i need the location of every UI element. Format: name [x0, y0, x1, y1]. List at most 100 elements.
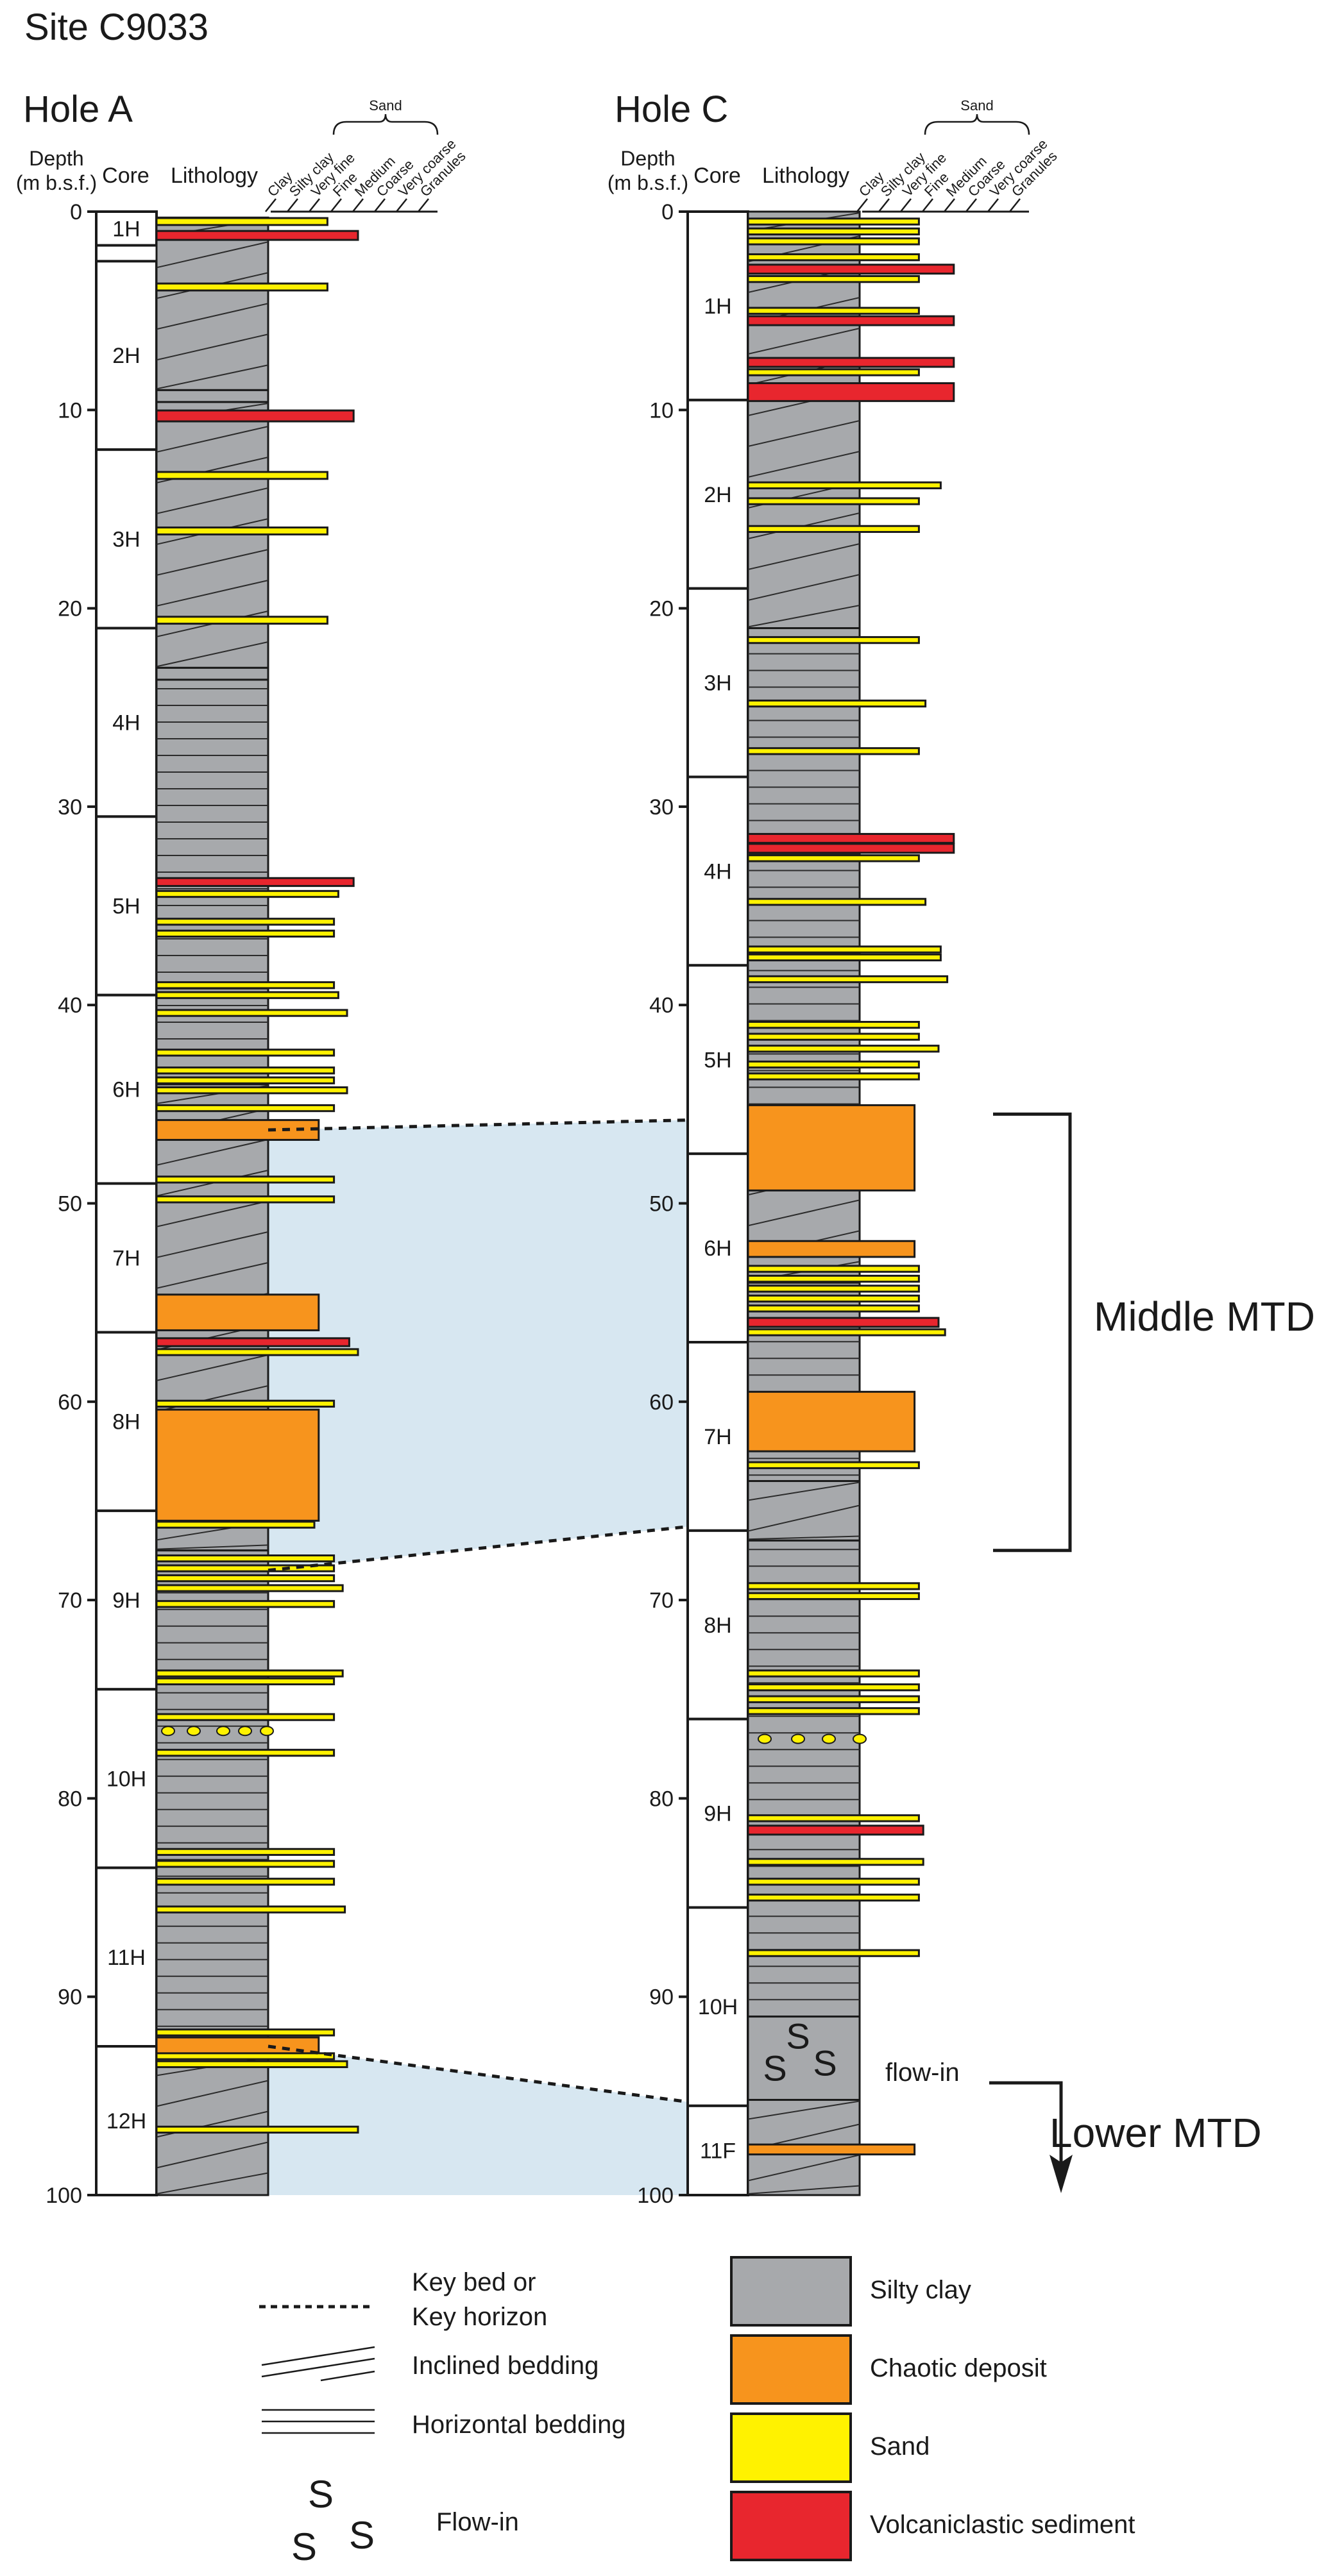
legend-sand: Sand — [730, 2412, 930, 2483]
volcaniclastic-bed — [155, 230, 359, 241]
core-box — [686, 1717, 749, 1909]
legend-sand-swatch — [730, 2412, 852, 2483]
core-label: 3H — [704, 671, 731, 696]
sand-bed — [747, 1284, 920, 1293]
grain-size-tick — [878, 198, 890, 212]
sand-bed — [155, 217, 328, 226]
sand-bed — [747, 747, 920, 755]
core-box — [686, 2104, 749, 2196]
depth-tick-label: 50 — [58, 1192, 82, 1216]
volcaniclastic-bed — [747, 382, 955, 402]
chaotic-bed — [747, 1390, 916, 1452]
inclined-bedding-line — [748, 543, 860, 570]
grain-size-tick — [987, 198, 999, 212]
sand-bed — [747, 1461, 920, 1469]
legend-volcaniclastic-swatch — [730, 2491, 852, 2561]
sand-bed — [155, 1860, 336, 1868]
silty-clay-segment — [155, 2055, 269, 2196]
core-box — [686, 1906, 749, 2107]
volcaniclastic-bed — [747, 1317, 940, 1328]
sand-bed — [155, 1677, 336, 1686]
core-label: 3H — [112, 527, 140, 551]
sand-bed — [155, 616, 328, 625]
volcaniclastic-bed — [747, 357, 955, 368]
volcaniclastic-bed — [747, 264, 955, 275]
depth-tick-label: 90 — [58, 1985, 82, 2010]
sand-bed — [747, 953, 942, 962]
depth-tick-label: 50 — [649, 1192, 674, 1216]
sand-bed — [747, 1304, 920, 1313]
grain-size-tick — [287, 198, 298, 212]
flow-in-symbol: S — [786, 2016, 810, 2057]
inclined-bedding-line — [748, 420, 860, 447]
hole-a-log: Depth (m b.s.f.) Core Lithology ClaySilt… — [16, 97, 469, 2208]
depth-tick-label: 60 — [649, 1390, 674, 1415]
sand-bed — [155, 929, 336, 938]
grain-size-tick — [900, 198, 912, 212]
middle-mtd-label: Middle MTD — [1094, 1293, 1315, 1340]
hole-c-log: Depth (m b.s.f.) Core Lithology ClaySilt… — [608, 97, 1060, 2208]
grain-size-tick — [330, 198, 342, 212]
middle-mtd-bracket — [993, 1112, 1072, 1553]
sand-bed — [747, 1814, 920, 1823]
sand-bed — [155, 889, 339, 898]
legend-inclined-label: Inclined bedding — [412, 2352, 599, 2380]
inclined-bedding-line — [157, 1138, 268, 1166]
legend-flowin-label: Flow-in — [436, 2508, 519, 2536]
sand-bed — [747, 1858, 924, 1866]
inclined-bedding-line — [157, 241, 268, 269]
depth-tick-label: 80 — [58, 1787, 82, 1811]
inclined-bedding-line — [748, 451, 860, 478]
grain-size-tick — [922, 198, 933, 212]
legend-flowin-symbol: S S S — [291, 2473, 375, 2568]
inclined-bedding-line — [157, 1261, 268, 1289]
sand-bed — [155, 1104, 336, 1113]
grain-size-tick — [856, 198, 868, 212]
core-box — [95, 260, 158, 451]
inclined-bedding-line — [157, 1231, 268, 1258]
grain-size-tick — [944, 198, 955, 212]
core-label: 2H — [112, 344, 140, 368]
inclined-bedding-line — [157, 1200, 268, 1227]
core-box — [95, 993, 158, 1185]
sand-bed — [155, 991, 339, 999]
inclined-bedding-line — [157, 2141, 268, 2169]
grain-size-tick — [309, 198, 320, 212]
legend-horizontal: Horizontal bedding — [262, 2409, 626, 2439]
inclined-bedding-line — [748, 328, 860, 355]
inclined-bedding-line — [157, 2172, 268, 2194]
sand-bed — [155, 1086, 348, 1095]
sand-bed — [155, 1009, 348, 1017]
depth-tick-label: 40 — [58, 993, 82, 1018]
legend-sand-label: Sand — [870, 2432, 930, 2461]
sand-bed — [747, 1592, 920, 1601]
grain-size-tick — [965, 198, 977, 212]
pebble — [260, 1726, 274, 1737]
pebble — [161, 1726, 175, 1737]
pebble — [853, 1733, 867, 1744]
depth-header-line2: (m b.s.f.) — [608, 171, 688, 194]
core-label: 7H — [704, 1425, 731, 1449]
bedding-pattern — [748, 1481, 860, 1540]
core-label: 5H — [704, 1048, 731, 1072]
core-label: 11H — [107, 1946, 146, 1970]
chaotic-bed — [747, 2143, 916, 2156]
volcaniclastic-bed — [155, 877, 355, 888]
sand-bed — [155, 1348, 359, 1356]
sand-bed — [747, 525, 920, 534]
depth-tick-label: 0 — [661, 200, 674, 224]
flow-in-label: flow-in — [885, 2058, 960, 2087]
sand-bed — [747, 1707, 920, 1715]
depth-tick-label: 30 — [649, 795, 674, 820]
silty-clay-segment — [155, 1549, 269, 2057]
core-label: 4H — [704, 859, 731, 884]
sand-bed — [747, 1020, 920, 1029]
sand-bed — [155, 1713, 336, 1721]
core-label: 4H — [112, 711, 140, 735]
sand-bed — [155, 1175, 336, 1184]
core-label: 10H — [106, 1767, 146, 1791]
